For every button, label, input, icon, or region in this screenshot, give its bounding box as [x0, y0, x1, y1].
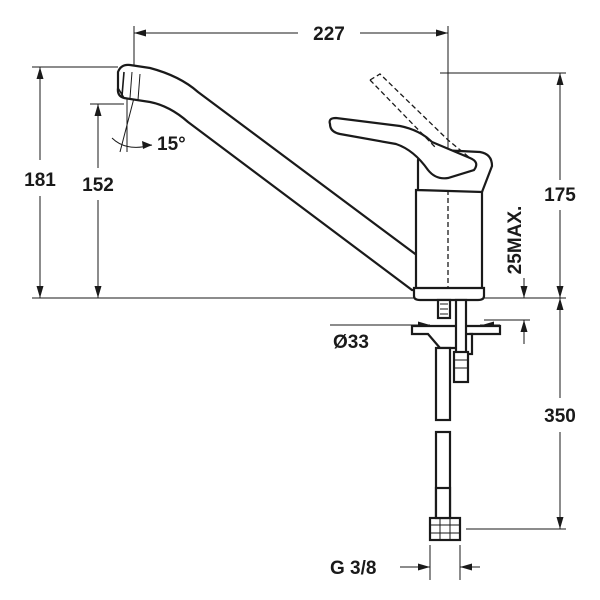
lever-handle [328, 116, 478, 180]
dimension-175: 175 [440, 72, 576, 298]
dimension-g38: G 3/8 [330, 545, 480, 580]
diameter-33-label: Ø33 [333, 332, 369, 353]
spout [116, 63, 428, 292]
dimension-175-label: 175 [544, 185, 576, 206]
lever-alt-position [369, 73, 471, 159]
dimension-152: 152 [82, 103, 124, 298]
dimension-350-label: 350 [544, 406, 576, 427]
dimension-227-label: 227 [313, 24, 345, 45]
dimension-152-label: 152 [82, 175, 114, 196]
supply-hose-upper [434, 346, 452, 422]
dimension-25max: 25MAX. [484, 206, 530, 344]
base-flange [412, 286, 486, 302]
connector-nut [428, 516, 462, 542]
dimension-181-label: 181 [24, 170, 56, 191]
angle-15-label: 15° [157, 134, 186, 155]
dimension-181: 181 [24, 66, 118, 298]
mounting-assembly [410, 298, 502, 542]
dimension-15-degree: 15° [111, 97, 186, 155]
faucet [116, 63, 502, 542]
faucet-body [414, 188, 484, 292]
max-25-label: 25MAX. [505, 206, 526, 275]
thread-label: G 3/8 [330, 558, 376, 579]
dimension-350: 350 [466, 298, 576, 530]
